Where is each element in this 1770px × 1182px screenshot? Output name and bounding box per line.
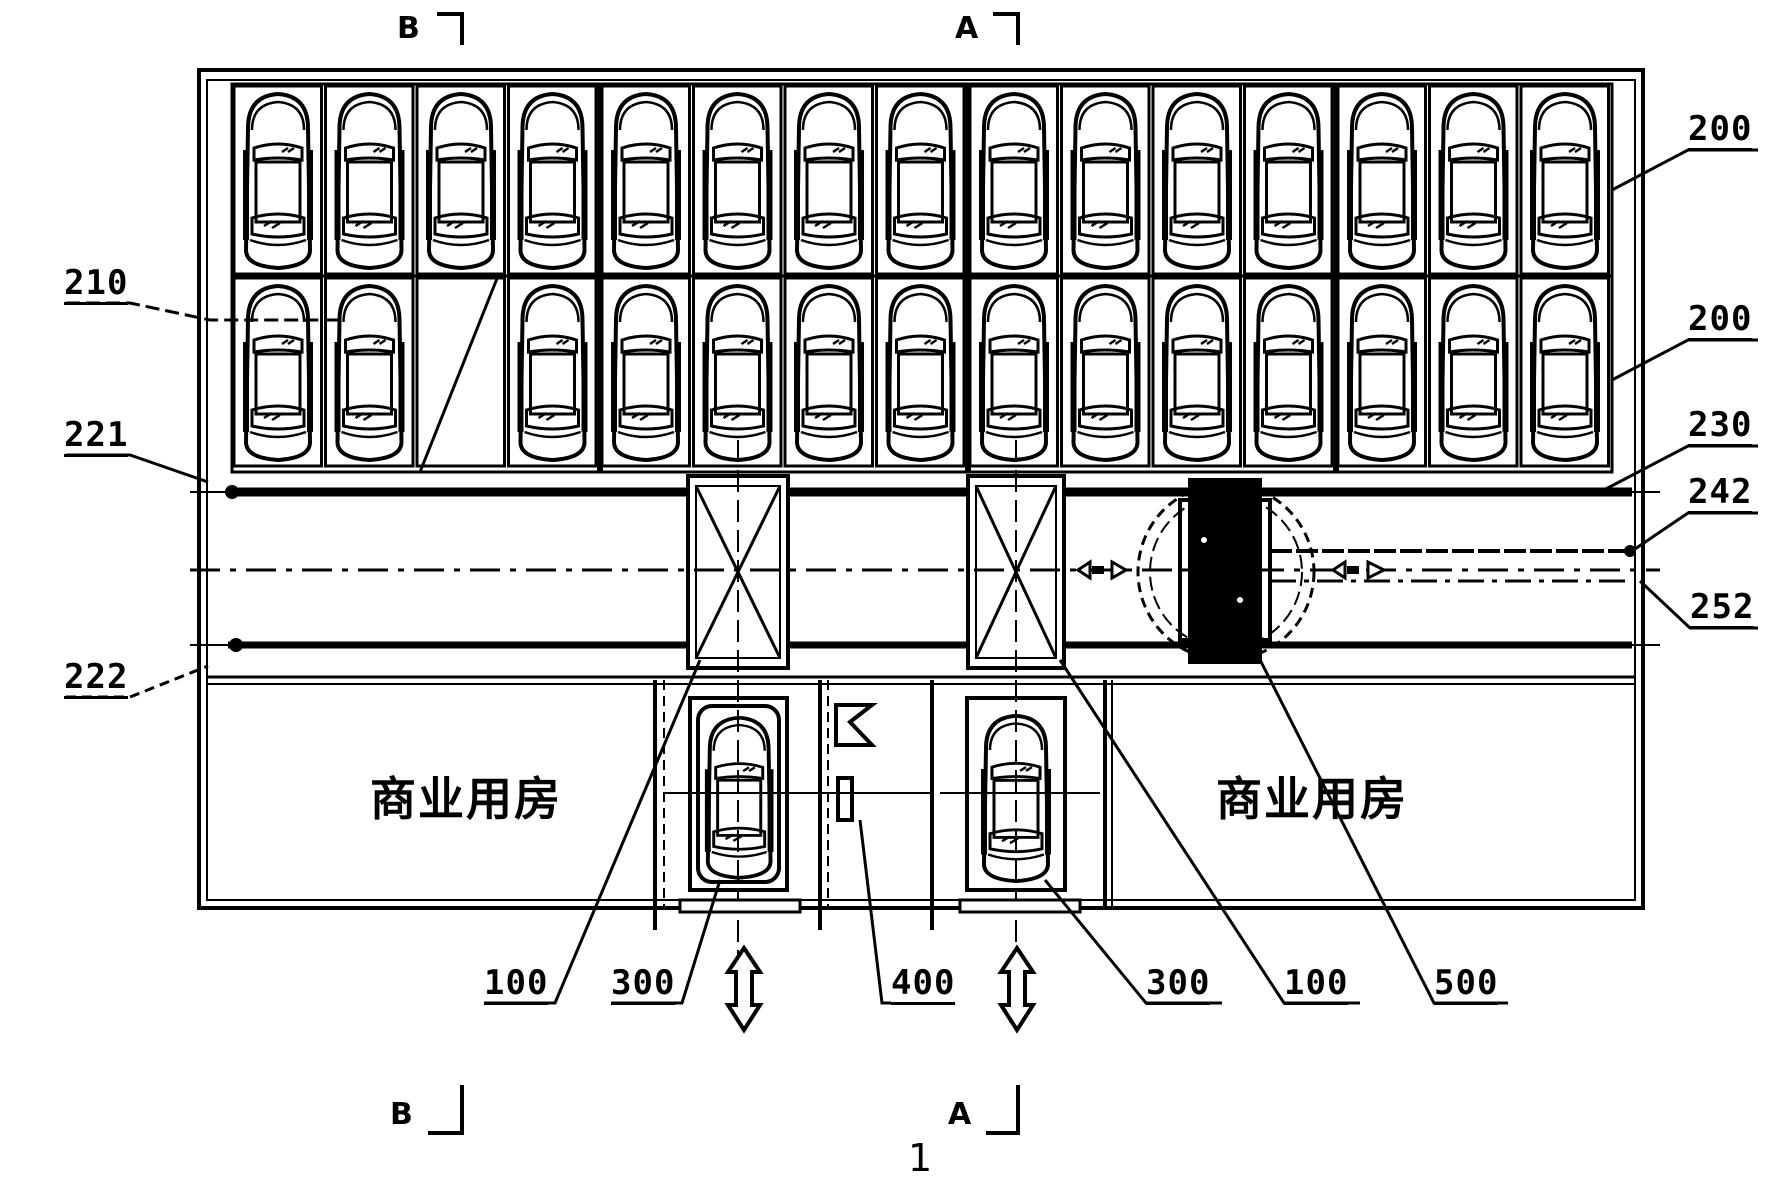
car-icon: [982, 94, 1046, 268]
parking-cell: [415, 84, 506, 276]
ref-label-400: 400: [891, 963, 956, 1005]
parking-cells: [232, 84, 1610, 472]
ref-label-252: 252: [1690, 587, 1755, 629]
car-icon: [1165, 94, 1229, 268]
car-icon: [706, 286, 770, 460]
parking-cell: [783, 276, 874, 468]
building-outline: [197, 68, 1645, 910]
parking-cell: [232, 84, 323, 276]
entry-exit-arrow-left: [724, 944, 764, 1034]
rail-222: [190, 638, 1660, 652]
lift-100-right: [966, 440, 1066, 960]
car-icon: [889, 94, 953, 268]
car-icon: [1350, 286, 1414, 460]
parking-cell: [875, 276, 966, 468]
section-mark-brackets: [428, 12, 1020, 1135]
lower-zone-walls: [653, 680, 1113, 930]
section-mark-b-top: B: [397, 11, 420, 46]
parking-cell: [875, 84, 966, 276]
ref-label-222: 222: [64, 657, 129, 699]
car-icon: [1350, 94, 1414, 268]
car-icon: [982, 286, 1046, 460]
commercial-room-right-label: 商业用房: [1216, 772, 1408, 826]
entry-exit-arrow-right: [997, 944, 1037, 1034]
horizontal-direction-arrow-left: [1075, 559, 1130, 581]
car-icon: [1257, 94, 1321, 268]
ref-label-300-left: 300: [611, 963, 676, 1005]
car-icon: [614, 94, 678, 268]
parking-cell: [415, 276, 506, 468]
section-mark-a-bottom: A: [948, 1097, 972, 1132]
ref-label-300-right: 300: [1146, 963, 1211, 1005]
car-icon: [246, 94, 310, 268]
lift-100-left: [686, 440, 790, 960]
parking-cell: [1243, 84, 1334, 276]
car-icon: [1533, 286, 1597, 460]
parking-cell: [600, 276, 691, 468]
parking-cell: [968, 84, 1059, 276]
parking-cell: [1243, 276, 1334, 468]
figure-number: 1: [908, 1136, 933, 1180]
car-icon: [889, 286, 953, 460]
commercial-room-left-label: 商业用房: [370, 772, 562, 826]
parking-cell: [1428, 84, 1519, 276]
ref-label-221: 221: [64, 415, 129, 457]
car-icon: [1074, 286, 1138, 460]
ref-label-100-right: 100: [1284, 963, 1349, 1005]
car-icon: [797, 94, 861, 268]
parking-cell: [507, 84, 598, 276]
car-icon: [246, 286, 310, 460]
ref-label-230: 230: [1688, 405, 1753, 447]
horizontal-direction-arrow-right: [1330, 559, 1388, 581]
car-icon: [338, 286, 402, 460]
parking-cell: [783, 84, 874, 276]
car-icon: [797, 286, 861, 460]
parking-cell: [1151, 84, 1242, 276]
section-mark-b-bottom: B: [390, 1097, 413, 1132]
ref-label-242: 242: [1688, 472, 1753, 514]
parking-cell: [1336, 276, 1427, 468]
car-icon: [338, 94, 402, 268]
car-icon: [1442, 286, 1506, 460]
car-icon: [1442, 94, 1506, 268]
parking-cell: [1060, 276, 1151, 468]
parking-storage-grid: [230, 82, 1614, 474]
car-icon: [1533, 94, 1597, 268]
car-icon: [521, 286, 585, 460]
entry-bay-300-right: [965, 696, 1067, 892]
parking-cell: [968, 276, 1059, 468]
parking-cell: [232, 276, 323, 468]
rail-242: [1270, 545, 1636, 557]
control-unit-400: [834, 703, 878, 822]
parking-cell: [1519, 276, 1610, 468]
parking-cell: [692, 84, 783, 276]
car-icon: [614, 286, 678, 460]
parking-cell: [324, 276, 415, 468]
parking-cell: [507, 276, 598, 468]
section-mark-a-top: A: [955, 11, 979, 46]
parking-cell: [1151, 276, 1242, 468]
parking-cell: [1519, 84, 1610, 276]
car-icon: [1257, 286, 1321, 460]
car-icon: [1074, 94, 1138, 268]
car-icon: [1165, 286, 1229, 460]
ref-label-100-left: 100: [484, 963, 549, 1005]
parking-cell: [324, 84, 415, 276]
ref-label-500: 500: [1434, 963, 1499, 1005]
parking-cell: [1060, 84, 1151, 276]
parking-cell: [600, 84, 691, 276]
ref-label-200-top: 200: [1688, 109, 1753, 151]
parking-cell: [1428, 276, 1519, 468]
car-icon: [429, 94, 493, 268]
ref-label-200-mid: 200: [1688, 299, 1753, 341]
car-icon: [706, 94, 770, 268]
ref-label-210: 210: [64, 263, 129, 305]
parking-cell: [692, 276, 783, 468]
parking-cell: [1336, 84, 1427, 276]
entry-bay-300-left: [688, 696, 789, 892]
shuttle-500: [1136, 478, 1316, 664]
car-icon: [521, 94, 585, 268]
rail-221: [190, 485, 1660, 499]
